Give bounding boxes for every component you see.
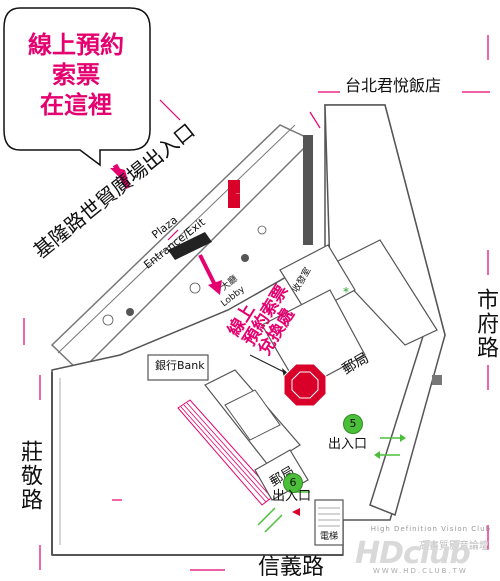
callout-title: 線上預約 索票 在這裡 [6, 30, 146, 120]
label-bank: 銀行Bank [155, 359, 205, 372]
post-office-room-2 [254, 449, 309, 501]
label-elevator: 電梯 [320, 532, 339, 542]
post-office-room-1 [261, 289, 366, 391]
exit-6-badge: 6 [283, 473, 303, 493]
label-xinyi-road: 信義路 [258, 555, 325, 580]
pillar [432, 375, 442, 385]
redeem-booth [283, 363, 327, 407]
plaza-entrance-marker [168, 232, 212, 260]
hdclub-logo: High Definition Vision Club 高畫質影音論壇 HDcl… [343, 525, 493, 575]
bank-room [147, 354, 209, 381]
exit-5-badge: 5 [343, 414, 363, 434]
callout-bubble [3, 7, 151, 167]
exit-5-label: 出入口 [328, 437, 368, 452]
callout-line-1: 線上預約 [28, 31, 124, 59]
info-sign-icon: i [228, 180, 240, 208]
callout-line-3: 在這裡 [40, 91, 112, 119]
logo-cn: 高畫質影音論壇 [419, 541, 489, 552]
lobby-arrow [208, 280, 222, 295]
logo-tagline: High Definition Vision Club [370, 525, 491, 533]
logo-url: WWW.HD.CLUB.TW [373, 567, 468, 575]
label-zhuangjing-road: 莊敬路 [17, 440, 42, 512]
label-hotel: 台北君悅飯店 [345, 76, 442, 95]
elevator-room [314, 499, 344, 546]
label-shifu-road: 市府路 [473, 288, 498, 360]
plaza-wall [303, 135, 313, 245]
callout-line-2: 索票 [52, 61, 100, 89]
mailroom-room [279, 244, 356, 316]
svg-text:*: * [343, 285, 349, 299]
logo-main: HDclub [355, 536, 471, 571]
exit-6-label: 出入口 [272, 489, 312, 504]
